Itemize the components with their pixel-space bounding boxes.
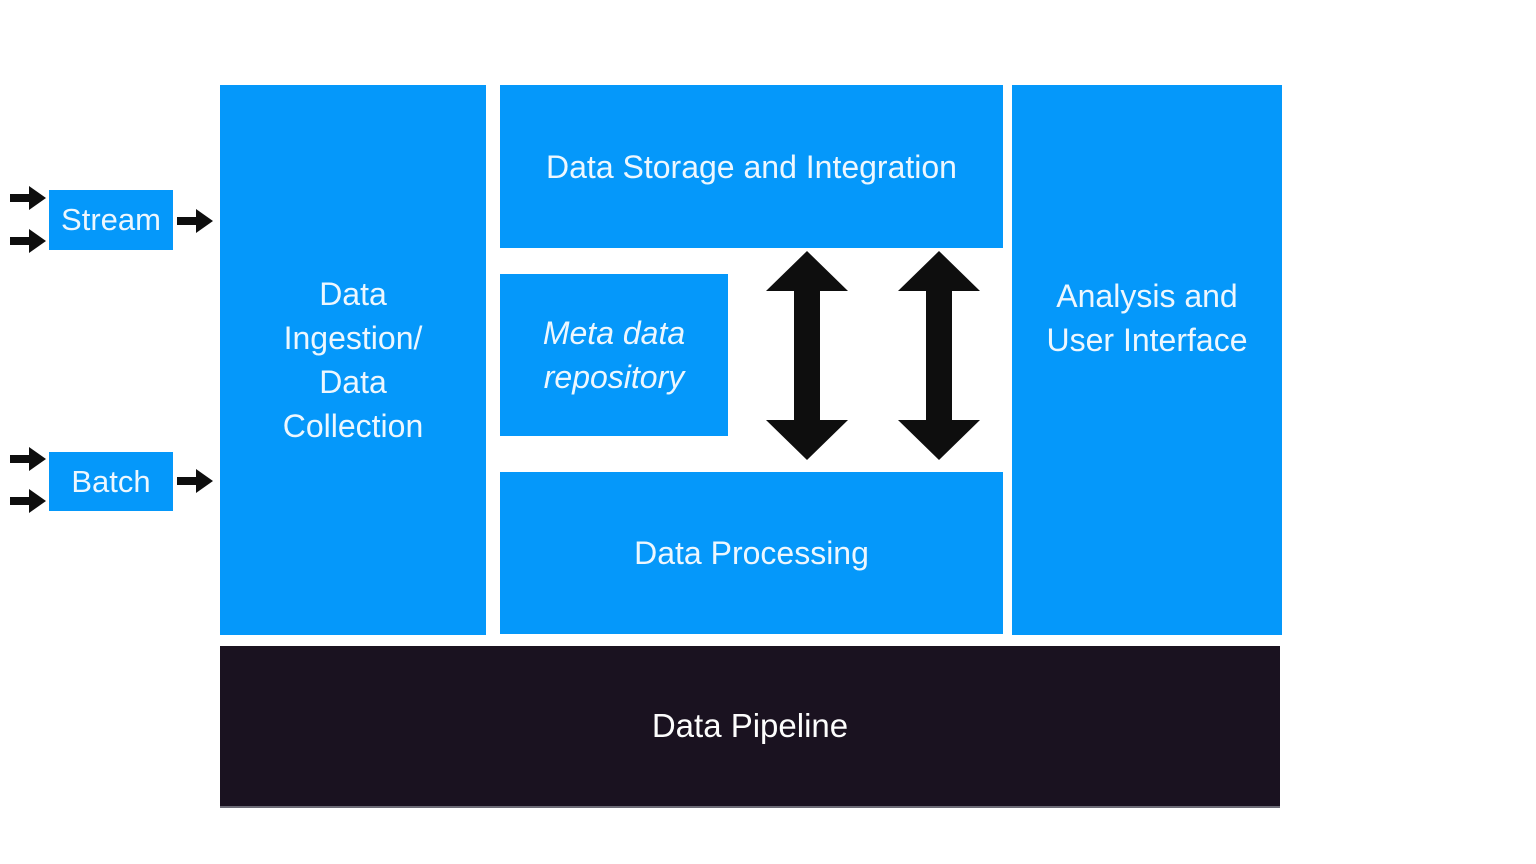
data-ingestion-node: Data Ingestion/ Data Collection (220, 85, 486, 635)
arrow-right-icon (177, 209, 213, 233)
data-storage-label: Data Storage and Integration (546, 148, 957, 185)
stream-node-label: Stream (61, 202, 161, 237)
data-pipeline-bar: Data Pipeline (220, 646, 1280, 808)
stream-node: Stream (49, 190, 173, 250)
data-processing-label: Data Processing (634, 535, 869, 571)
batch-node: Batch (49, 452, 173, 511)
data-pipeline-label: Data Pipeline (651, 707, 849, 744)
arrow-right-icon (10, 229, 46, 253)
analysis-ui-node: Analysis and User Interface (1012, 85, 1282, 635)
meta-data-repository-label: Meta data repository (542, 315, 686, 395)
double-arrow-vertical-icon (898, 251, 980, 460)
batch-node-label: Batch (71, 463, 151, 499)
analysis-ui-label: Analysis and User Interface (1046, 278, 1248, 358)
meta-data-repository-node: Meta data repository (500, 274, 728, 436)
arrow-right-icon (10, 447, 46, 471)
data-ingestion-label: Data Ingestion/ Data Collection (282, 276, 424, 444)
data-storage-node: Data Storage and Integration (500, 85, 1003, 248)
arrow-right-icon (10, 186, 46, 210)
data-processing-node: Data Processing (500, 472, 1003, 634)
double-arrow-vertical-icon (766, 251, 848, 460)
arrow-right-icon (10, 489, 46, 513)
arrow-right-icon (177, 469, 213, 493)
